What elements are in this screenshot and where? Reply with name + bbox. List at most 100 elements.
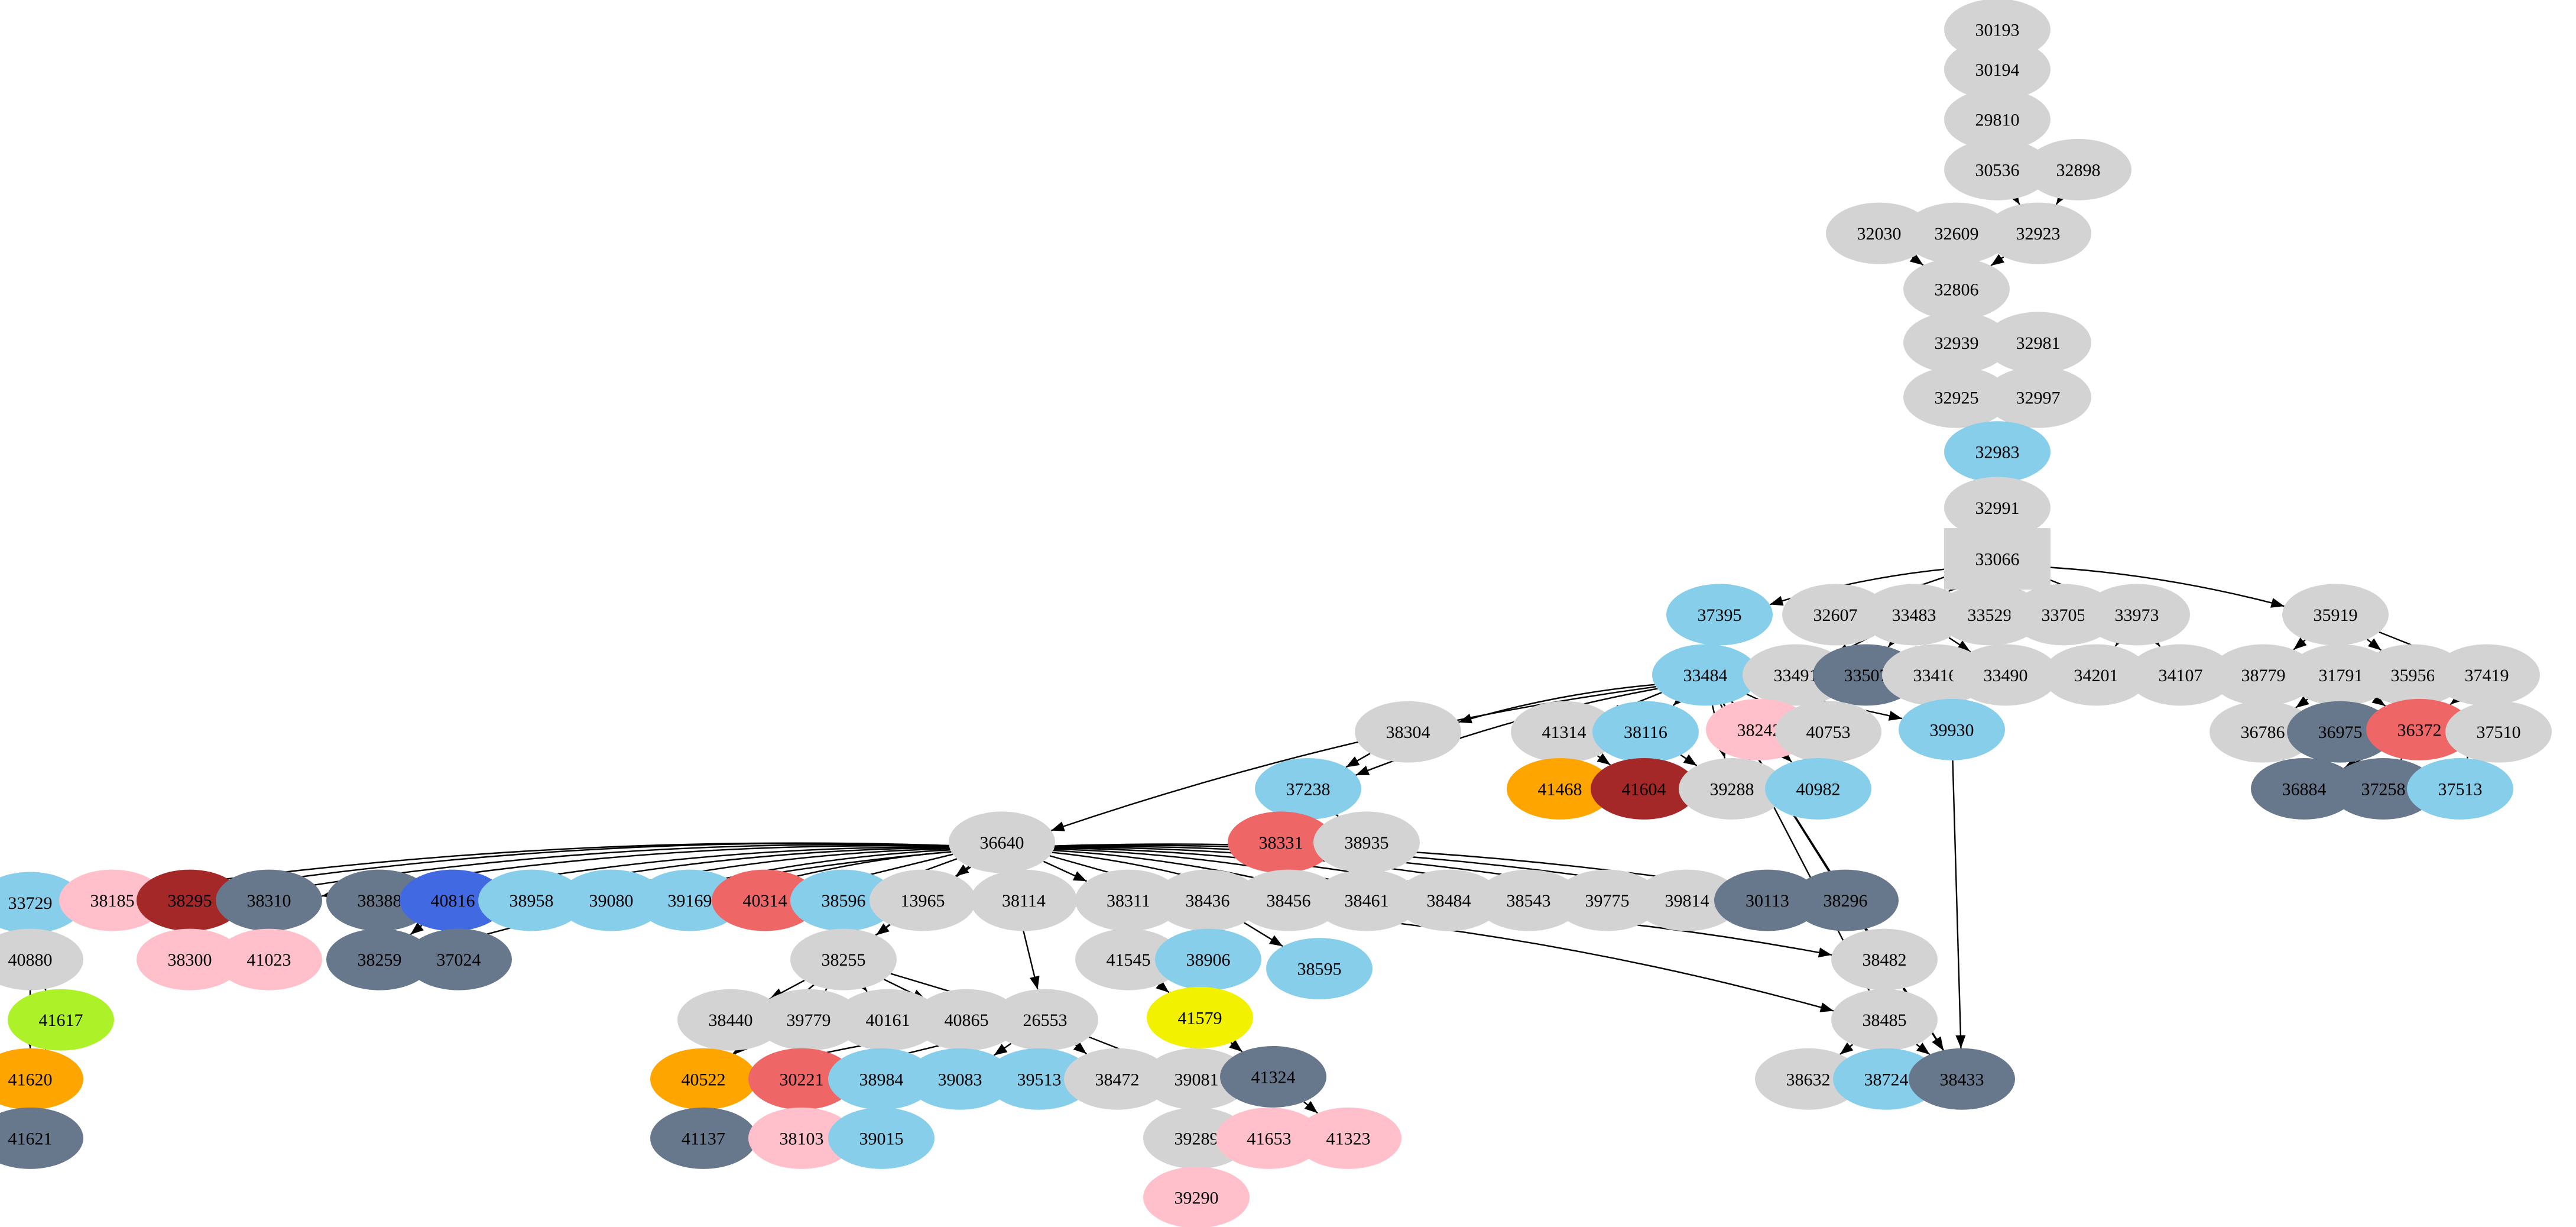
graph-node[interactable]: 38296 xyxy=(1792,869,1899,931)
node-shape-ellipse xyxy=(0,1107,83,1169)
graph-node[interactable]: 13965 xyxy=(870,869,976,931)
graph-node[interactable]: 38482 xyxy=(1831,928,1938,990)
graph-node[interactable]: 41324 xyxy=(1220,1045,1326,1108)
node-shape-ellipse xyxy=(1985,312,2091,374)
node-shape-ellipse xyxy=(1475,869,1582,931)
edge-arrowhead-icon xyxy=(1229,1040,1242,1052)
edge-arrowhead-icon xyxy=(2270,598,2285,608)
node-shape-ellipse xyxy=(748,1048,855,1110)
graph-node[interactable]: 26553 xyxy=(992,989,1098,1051)
node-shape-ellipse xyxy=(1235,869,1342,931)
node-shape-ellipse xyxy=(677,989,784,1051)
node-shape-ellipse xyxy=(137,928,243,990)
edge-arrowhead-icon xyxy=(2371,694,2386,706)
node-shape-ellipse xyxy=(1313,869,1420,931)
node-shape-ellipse xyxy=(2210,701,2316,763)
graph-node[interactable]: 37419 xyxy=(2434,644,2540,706)
node-shape-ellipse xyxy=(1266,938,1373,1000)
graph-node[interactable]: 41579 xyxy=(1147,986,1253,1048)
graph-node[interactable]: 37238 xyxy=(1255,757,1361,820)
graph-node[interactable]: 37395 xyxy=(1666,584,1773,646)
node-shape-ellipse xyxy=(637,869,743,931)
graph-node[interactable]: 33066 xyxy=(1944,528,2051,590)
graph-node[interactable]: 41023 xyxy=(216,928,322,990)
graph-node[interactable]: 39930 xyxy=(1899,698,2005,760)
node-shape-ellipse xyxy=(0,1048,83,1110)
node-shape-ellipse xyxy=(8,989,114,1051)
node-shape-ellipse xyxy=(1831,989,1938,1051)
graph-node[interactable]: 41621 xyxy=(0,1107,83,1169)
graph-node[interactable]: 33973 xyxy=(2084,584,2190,646)
node-shape-ellipse xyxy=(2434,644,2540,706)
graph-edge xyxy=(1050,686,1656,831)
edge-arrowhead-icon xyxy=(2367,638,2382,650)
node-shape-ellipse xyxy=(1295,1107,1401,1169)
edge-arrowhead-icon xyxy=(1156,980,1169,993)
graph-node[interactable]: 38310 xyxy=(216,869,322,931)
graph-node[interactable]: 32983 xyxy=(1944,421,2051,483)
node-shape-ellipse xyxy=(949,811,1055,873)
graph-node[interactable]: 32997 xyxy=(1985,366,2091,428)
graph-node[interactable]: 38433 xyxy=(1909,1048,2015,1110)
node-shape-ellipse xyxy=(1831,928,1938,990)
node-shape-ellipse xyxy=(1666,584,1773,646)
edge-arrowhead-icon xyxy=(1819,1002,1834,1012)
graph-node[interactable]: 32609 xyxy=(1903,202,2010,264)
graph-node[interactable]: 32898 xyxy=(2025,138,2131,200)
edge-arrowhead-icon xyxy=(1355,765,1370,775)
graph-node[interactable]: 38906 xyxy=(1155,928,1261,990)
edge-arrowhead-icon xyxy=(1770,595,1784,606)
node-shape-ellipse xyxy=(2407,757,2513,820)
node-shape-ellipse xyxy=(1075,869,1182,931)
node-shape-ellipse xyxy=(1679,757,1785,820)
node-shape-ellipse xyxy=(1826,202,1932,264)
node-shape-ellipse xyxy=(992,989,1098,1051)
graph-node[interactable]: 32806 xyxy=(1903,258,2010,320)
edge-arrowhead-icon xyxy=(1991,254,2005,266)
graph-node[interactable]: 39015 xyxy=(828,1107,935,1169)
graph-node[interactable]: 39290 xyxy=(1143,1166,1250,1227)
edge-arrowhead-icon xyxy=(1839,1042,1854,1055)
node-shape-ellipse xyxy=(1944,138,2051,200)
graph-node[interactable]: 38116 xyxy=(1592,701,1699,763)
node-shape-ellipse xyxy=(1143,1166,1250,1227)
node-shape-ellipse xyxy=(1755,1048,1861,1110)
graph-node[interactable]: 40522 xyxy=(650,1048,757,1110)
graph-node[interactable]: 32981 xyxy=(1985,312,2091,374)
node-shape-ellipse xyxy=(650,1107,757,1169)
graph-node[interactable]: 38485 xyxy=(1831,989,1938,1051)
node-shape-ellipse xyxy=(1985,202,2091,264)
node-shape-ellipse xyxy=(1075,928,1182,990)
graph-node[interactable]: 41137 xyxy=(650,1107,757,1169)
graph-node[interactable]: 36640 xyxy=(949,811,1055,873)
node-shape-ellipse xyxy=(1154,869,1261,931)
node-shape-ellipse xyxy=(2330,757,2437,820)
graph-node[interactable]: 37510 xyxy=(2445,701,2552,763)
graph-node[interactable]: 40982 xyxy=(1765,757,1871,820)
graph-node[interactable]: 35919 xyxy=(2282,584,2389,646)
graph-node[interactable]: 37513 xyxy=(2407,757,2513,820)
node-shape-ellipse xyxy=(650,1048,757,1110)
node-shape-ellipse xyxy=(1220,1045,1326,1108)
graph-node[interactable]: 41323 xyxy=(1295,1107,1401,1169)
graph-node[interactable]: 38595 xyxy=(1266,938,1373,1000)
edge-arrowhead-icon xyxy=(955,864,969,876)
graph-node[interactable]: 41620 xyxy=(0,1048,83,1110)
graph-node[interactable]: 41617 xyxy=(8,989,114,1051)
graph-node[interactable]: 37024 xyxy=(405,928,512,990)
graph-node[interactable]: 40880 xyxy=(0,928,83,990)
node-shape-ellipse xyxy=(2010,584,2117,646)
node-shape-ellipse xyxy=(870,869,976,931)
node-shape-ellipse xyxy=(1064,1048,1170,1110)
graph-node[interactable]: 38935 xyxy=(1313,811,1420,873)
graph-node[interactable]: 38304 xyxy=(1355,701,1461,763)
graph-node[interactable]: 38255 xyxy=(790,928,897,990)
graph-node[interactable]: 38114 xyxy=(971,869,1077,931)
node-shape-ellipse xyxy=(790,928,897,990)
node-shape-ellipse xyxy=(748,1107,855,1169)
node-shape-ellipse xyxy=(2445,701,2552,763)
edge-arrowhead-icon xyxy=(2295,696,2309,708)
graph-node[interactable]: 40753 xyxy=(1775,701,1881,763)
node-shape-ellipse xyxy=(1944,38,2051,101)
